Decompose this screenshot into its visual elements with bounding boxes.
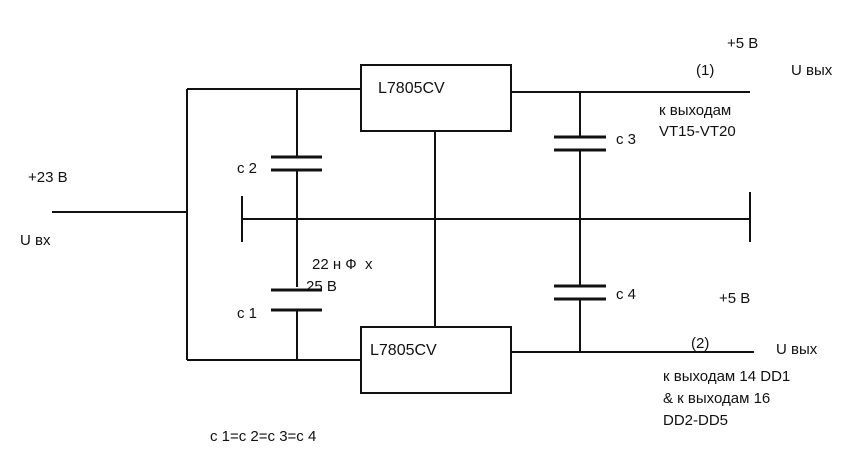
output1-note-line2: VT15-VT20 <box>659 123 736 140</box>
regulator-1-label: L7805CV <box>378 80 445 97</box>
capacitor-equation: с 1=с 2=с 3=с 4 <box>210 428 317 445</box>
capacitor-rating-line1: 22 н Ф х <box>312 256 373 273</box>
output2-note-line1: к выходам 14 DD1 <box>663 368 791 385</box>
output2-voltage-label: +5 В <box>719 290 751 307</box>
regulator-1: L7805CV <box>360 64 512 132</box>
input-voltage-label: +23 В <box>28 169 68 186</box>
output2-note-line2: & к выходам 16 <box>663 390 771 407</box>
output1-index-label: (1) <box>696 62 715 79</box>
c3-label: с 3 <box>616 131 637 148</box>
regulator-2: L7805CV <box>360 326 512 394</box>
output1-name-label: U вых <box>791 62 833 79</box>
output2-note-line3: DD2-DD5 <box>663 412 729 429</box>
output2-index-label: (2) <box>691 335 710 352</box>
regulator-2-label: L7805CV <box>370 342 437 359</box>
c2-label: с 2 <box>237 160 258 177</box>
output1-note-line1: к выходам <box>659 102 732 119</box>
output2-name-label: U вых <box>776 341 818 358</box>
c4-label: с 4 <box>616 286 637 303</box>
c1-label: с 1 <box>237 305 258 322</box>
input-name-label: U вх <box>20 232 51 249</box>
output1-voltage-label: +5 В <box>727 35 759 52</box>
capacitor-rating-line2: 25 В <box>306 278 337 295</box>
